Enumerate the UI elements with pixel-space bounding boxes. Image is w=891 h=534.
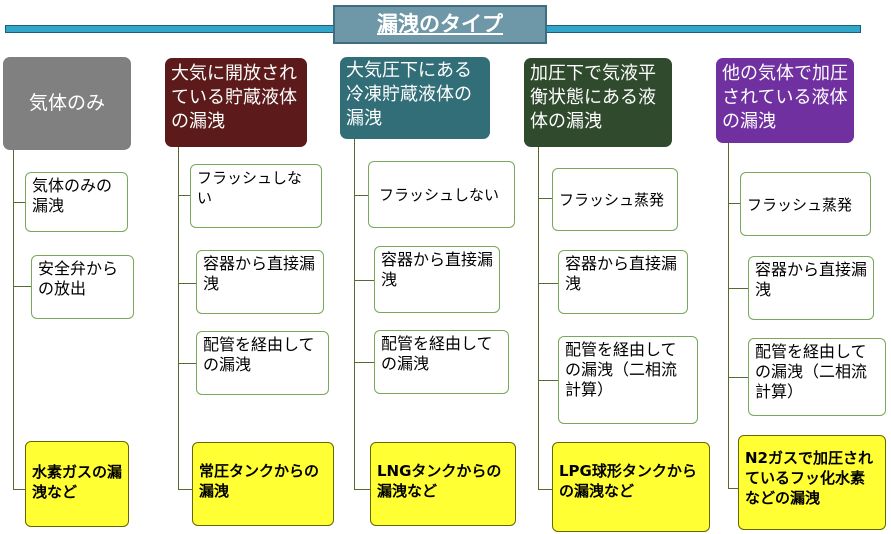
connector xyxy=(178,489,192,490)
leak-item: 配管を経由しての漏洩（二相流計算） xyxy=(558,336,698,424)
connector xyxy=(354,489,370,490)
diagram-title-text: 漏洩のタイプ xyxy=(377,12,503,36)
leak-item: フラッシュ蒸発 xyxy=(552,168,678,231)
connector xyxy=(538,283,558,284)
example-box: LPG球形タンクからの漏洩など xyxy=(552,442,710,532)
connector xyxy=(178,283,196,284)
connector xyxy=(538,489,552,490)
connector xyxy=(13,286,31,287)
connector xyxy=(354,362,374,363)
example-box: LNGタンクからの漏洩など xyxy=(370,442,516,526)
connector xyxy=(13,150,14,490)
leak-item: 配管を経由しての漏洩 xyxy=(374,330,509,394)
connector xyxy=(354,139,355,490)
leak-item: 容器から直接漏洩 xyxy=(374,246,500,313)
connector xyxy=(728,288,748,289)
connector xyxy=(354,280,374,281)
connector xyxy=(178,363,196,364)
leak-item: 配管を経由しての漏洩（二相流計算） xyxy=(748,338,886,416)
connector xyxy=(728,377,748,378)
connector xyxy=(728,203,740,204)
connector xyxy=(13,489,25,490)
column-header-open-atmosphere-liquid: 大気に開放されている貯蔵液体の漏洩 xyxy=(165,58,307,147)
diagram-title: 漏洩のタイプ xyxy=(333,5,547,44)
leak-item: フラッシュしない xyxy=(190,164,322,228)
leak-item: 容器から直接漏洩 xyxy=(558,250,688,314)
column-header-pressurized-equilibrium-liquid: 加圧下で気液平衡状態にある液体の漏洩 xyxy=(524,58,672,147)
leak-item: 容器から直接漏洩 xyxy=(196,250,324,314)
example-box: 水素ガスの漏洩など xyxy=(25,441,129,527)
leak-item: 容器から直接漏洩 xyxy=(748,256,874,320)
connector xyxy=(178,195,190,196)
connector xyxy=(178,147,179,490)
connector xyxy=(538,198,552,199)
leak-item: 気体のみの漏洩 xyxy=(25,172,128,232)
connector xyxy=(538,147,539,490)
leak-item: フラッシュしない xyxy=(368,161,515,228)
column-header-refrigerated-liquid: 大気圧下にある冷凍貯蔵液体の漏洩 xyxy=(340,57,490,139)
leak-item: 配管を経由しての漏洩 xyxy=(196,331,329,395)
connector xyxy=(728,143,729,489)
column-header-gas-pressurized-liquid: 他の気体で加圧されている液体の漏洩 xyxy=(716,58,854,143)
example-box: N2ガスで加圧されているフッ化水素などの漏洩 xyxy=(738,435,886,530)
column-header-gas-only: 気体のみ xyxy=(3,57,131,150)
connector xyxy=(728,488,738,489)
leak-item: フラッシュ蒸発 xyxy=(740,172,871,236)
example-box: 常圧タンクからの漏洩 xyxy=(192,442,334,526)
connector xyxy=(538,380,558,381)
connector xyxy=(13,202,25,203)
connector xyxy=(354,195,368,196)
leak-item: 安全弁からの放出 xyxy=(31,255,134,319)
